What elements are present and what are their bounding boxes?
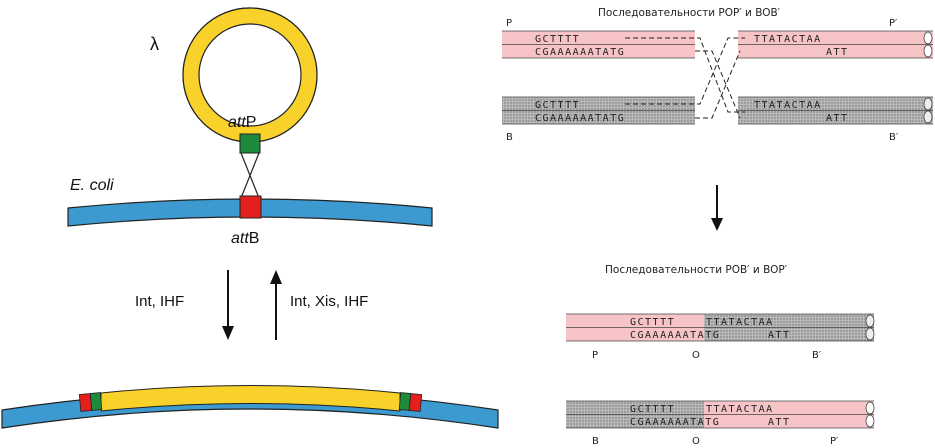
attB-label: attB [231, 230, 259, 247]
svg-text:CGAAAAAATATG: CGAAAAAATATG [535, 47, 625, 58]
crossover-lines [240, 152, 260, 199]
svg-text:ATT: ATT [826, 47, 849, 58]
tag-Bp-bottom: B′ [812, 350, 822, 361]
attP-label: attP [228, 114, 256, 131]
svg-text:ATT: ATT [826, 113, 849, 124]
top-title: Последовательности POP′ и BOB′ [598, 7, 781, 19]
excision-arrow [270, 270, 282, 340]
bottom-title: Последовательности POB′ и BOP′ [605, 264, 788, 276]
recombination-arrow [711, 185, 723, 231]
strand-exchange-lines [625, 37, 745, 119]
svg-text:ATT: ATT [768, 417, 791, 428]
integrated-prophage [100, 385, 401, 412]
svg-text:TTATACTAA: TTATACTAA [706, 404, 774, 415]
tag-P-top: P [506, 18, 512, 29]
lambda-label: λ [150, 34, 159, 54]
svg-text:ATT: ATT [768, 330, 791, 341]
attB-site [239, 195, 262, 219]
svg-text:GCTTTT: GCTTTT [535, 100, 580, 111]
tag-O-bottom2: O [692, 436, 700, 447]
attR-red [408, 393, 423, 412]
attL-green [89, 392, 103, 411]
integration-label: Int, IHF [135, 293, 184, 310]
attL-red [78, 393, 93, 412]
svg-text:TTATACTAA: TTATACTAA [754, 34, 822, 45]
attR-green [398, 392, 412, 411]
svg-text:CGAAAAAATATG: CGAAAAAATATG [535, 113, 625, 124]
pop-duplex: GCTTTT CGAAAAAATATG TTATACTAA ATT [502, 30, 933, 59]
svg-text:TTATACTAA: TTATACTAA [706, 317, 774, 328]
integration-arrow [222, 270, 234, 340]
pob-duplex: GCTTTT CGAAAAAATATG TTATACTAA ATT [566, 313, 875, 342]
bop-duplex: GCTTTT CGAAAAAATATG TTATACTAA ATT [566, 400, 875, 429]
svg-text:GCTTTT: GCTTTT [535, 34, 580, 45]
attP-site [239, 133, 261, 154]
tag-B-top: B [506, 132, 513, 143]
ecoli-label: E. coli [70, 177, 114, 194]
svg-text:GCTTTT: GCTTTT [630, 317, 675, 328]
svg-text:TTATACTAA: TTATACTAA [754, 100, 822, 111]
tag-Pp-top: P′ [889, 18, 898, 29]
svg-text:CGAAAAAATATG: CGAAAAAATATG [630, 417, 720, 428]
tag-Bp-top: B′ [889, 132, 899, 143]
bob-duplex: GCTTTT CGAAAAAATATG TTATACTAA ATT [502, 96, 933, 125]
svg-text:GCTTTT: GCTTTT [630, 404, 675, 415]
tag-O-bottom1: O [692, 350, 700, 361]
tag-B-bottom: B [592, 436, 599, 447]
excision-label: Int, Xis, IHF [290, 293, 368, 310]
tag-Pp-bottom: P′ [830, 436, 839, 447]
tag-P-bottom: P [592, 350, 598, 361]
svg-text:CGAAAAAATATG: CGAAAAAATATG [630, 330, 720, 341]
